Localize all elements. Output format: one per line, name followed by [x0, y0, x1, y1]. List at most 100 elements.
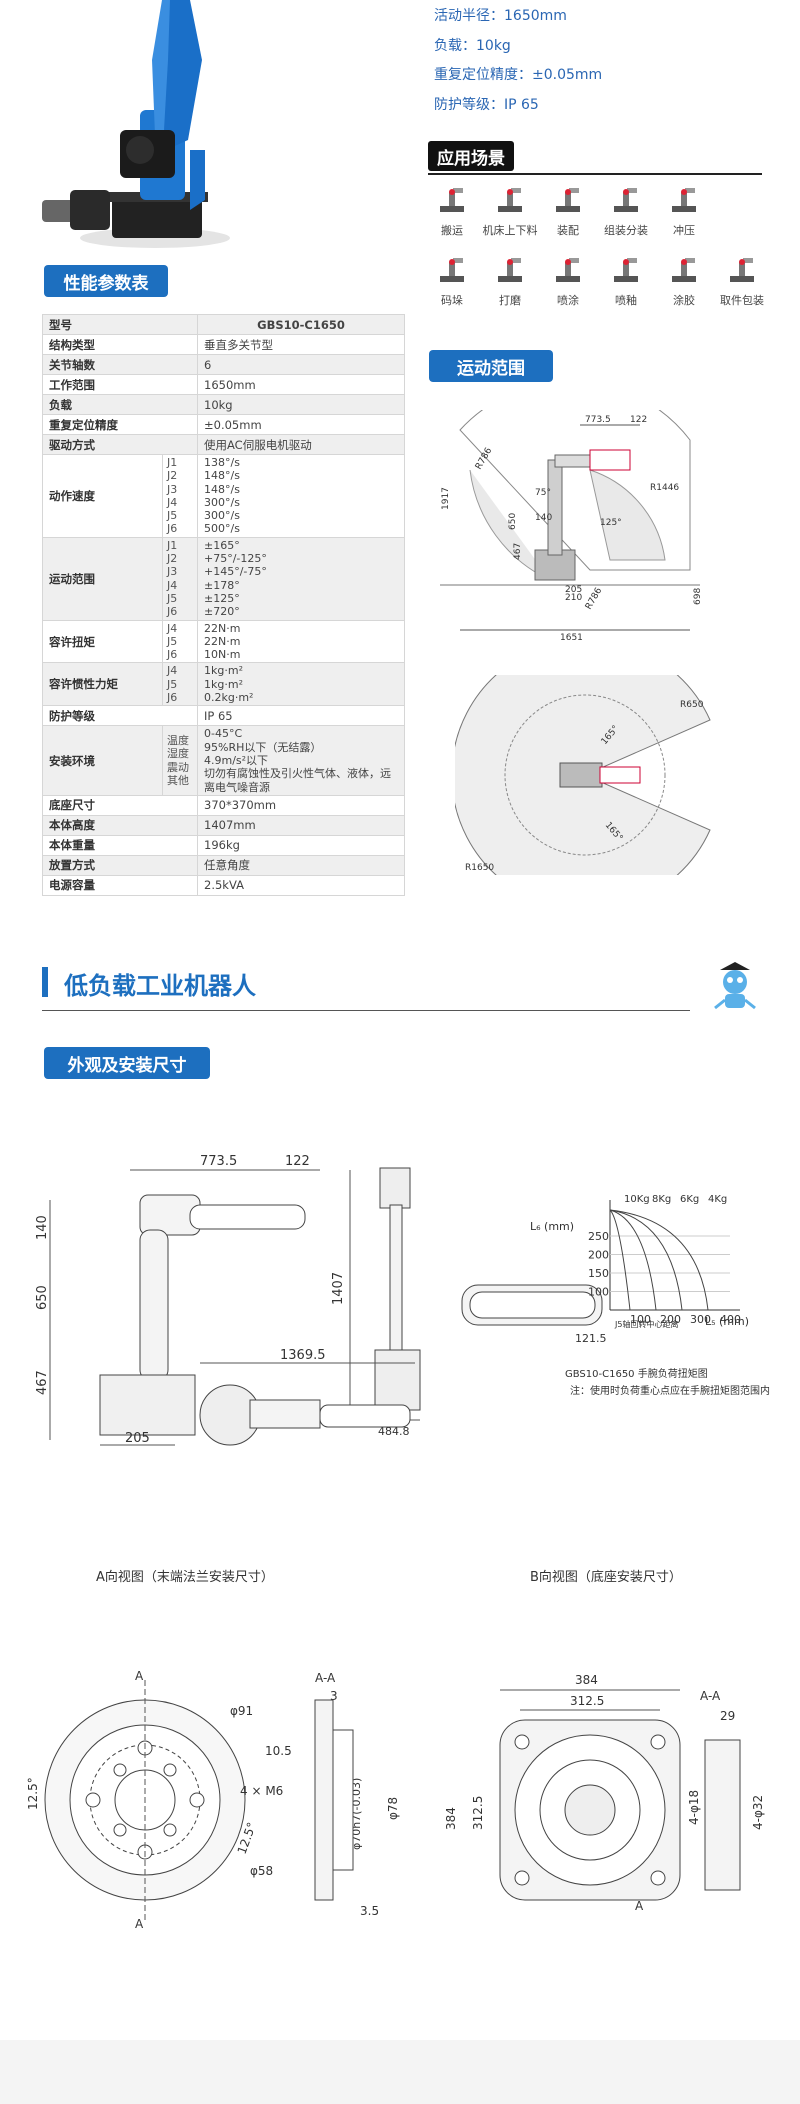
chart-axis-note: J5轴回转中心距离: [614, 1319, 678, 1329]
range_values-list: ±165°+75°/-125°+145°/-75°±178°±125°±720°: [197, 536, 405, 621]
painting-robot-icon: [556, 258, 580, 282]
scene-item: 组装分装: [598, 184, 654, 238]
speed_joints-item: J1: [167, 456, 178, 469]
dim-label: φ58: [250, 1864, 273, 1878]
base-view-b-diagram: 384 312.5 384 312.5 A-A 29 4-φ18 4-φ32 A: [444, 1673, 765, 1913]
application-underline: [428, 173, 762, 175]
scenes-grid: 搬运机床上下料装配组装分装冲压码垛打磨喷涂喷釉涂胶取件包装: [424, 184, 784, 324]
inertia_joints-item: J4: [167, 664, 178, 678]
spec-repeat: 重复定位精度：±0.05mm: [434, 67, 603, 83]
scene-item: 打磨: [482, 254, 538, 308]
scene-label: 喷釉: [615, 294, 637, 307]
dim-label: R650: [680, 700, 704, 710]
table-row: 驱动方式使用AC伺服电机驱动: [42, 434, 405, 455]
series-line: [609, 1209, 657, 1311]
dim-label: 773.5: [200, 1154, 237, 1169]
packaging-robot-icon: [730, 258, 754, 282]
section-title: 低负载工业机器人: [64, 972, 256, 1000]
speed_values-item: 300°/s: [204, 495, 240, 509]
scene-item: 喷涂: [540, 254, 596, 308]
scene-item: 喷釉: [598, 254, 654, 308]
dim-label: A-A: [315, 1671, 336, 1685]
dim-label: 384: [444, 1807, 458, 1830]
dim-label: 312.5: [570, 1694, 604, 1708]
torque_values-item: 22N·m: [204, 634, 241, 648]
series-line: [609, 1209, 683, 1311]
inertia_joints-item: J6: [167, 691, 178, 705]
scene-label: 搬运: [441, 224, 463, 237]
gluing-robot-icon: [672, 258, 696, 282]
x-tick-label: 300: [690, 1313, 711, 1326]
x-tick-label: 100: [630, 1313, 651, 1326]
range_joints-item: J6: [167, 605, 178, 619]
dim-label: 1917: [441, 487, 451, 510]
env_items-item: 温度: [167, 733, 189, 747]
env_items-item: 震动: [167, 760, 189, 774]
chart-title: GBS10-C1650 手腕负荷扭矩图: [565, 1367, 708, 1380]
application-heading: 应用场景: [428, 141, 514, 171]
dim-label: 205: [125, 1431, 150, 1446]
env_values-item: 切勿有腐蚀性及引火性气体、液体，远离电气噪音源: [204, 767, 391, 794]
dim-label: 312.5: [471, 1796, 485, 1830]
env_values-item: 4.9m/s²以下: [204, 753, 269, 767]
speed_joints-item: J4: [167, 495, 178, 509]
speed_values-item: 500°/s: [204, 522, 240, 536]
dim-label: R1446: [650, 483, 679, 493]
scene-label: 涂胶: [673, 294, 695, 307]
y-tick-label: 100: [588, 1286, 609, 1299]
section-title-underline: [42, 1010, 690, 1011]
speed_joints-item: J6: [167, 522, 178, 536]
scene-label: 机床上下料: [482, 224, 538, 237]
mascot-icon: [714, 962, 756, 1010]
inertia_values-item: 1kg·m²: [204, 677, 243, 691]
scene-label: 喷涂: [557, 294, 579, 307]
section-title-bar: [42, 967, 48, 997]
range_joints-item: J1: [167, 538, 178, 552]
spec-payload: 负载：10kg: [434, 38, 511, 54]
scene-item: 搬运: [424, 184, 480, 238]
conveyor-robot-icon: [440, 188, 464, 212]
glazing-robot-icon: [614, 258, 638, 282]
inertia_values-item: 1kg·m²: [204, 664, 243, 678]
dim-label: 698: [693, 588, 703, 605]
env_values-item: 95%RH以下（无结露）: [204, 740, 322, 754]
env_items-item: 湿度: [167, 747, 189, 761]
dim-label: 3: [330, 1689, 338, 1703]
torque_values-item: 10N·m: [204, 648, 241, 662]
assembly-gears-icon: [556, 188, 580, 212]
range_joints-item: J4: [167, 578, 178, 592]
footer-band: [0, 2040, 800, 2104]
table-row: 结构类型垂直多关节型: [42, 334, 405, 355]
view-a-title: A向视图（末端法兰安装尺寸）: [96, 1570, 274, 1585]
dim-label: φ78: [386, 1797, 400, 1820]
scene-label: 取件包装: [720, 294, 764, 307]
dim-label: φ91: [230, 1704, 253, 1718]
scene-item: 取件包装: [714, 254, 770, 308]
dim-label: 205: [565, 585, 582, 595]
dim-label: 650: [508, 513, 518, 530]
dim-label: 140: [535, 513, 552, 523]
dim-label: 125°: [600, 518, 622, 528]
series-label: 4Kg: [708, 1194, 727, 1205]
scene-label: 码垛: [441, 294, 463, 307]
appearance-top-diagram: 1369.5: [199, 1348, 415, 1446]
machine-loading-icon: [498, 188, 522, 212]
scene-item: 涂胶: [656, 254, 712, 308]
torque_values-item: 22N·m: [204, 621, 241, 635]
scene-label: 装配: [557, 224, 579, 237]
dim-label: R786: [584, 586, 605, 612]
y-tick-label: 200: [588, 1249, 609, 1262]
inertia_joints-item: J5: [167, 677, 178, 691]
